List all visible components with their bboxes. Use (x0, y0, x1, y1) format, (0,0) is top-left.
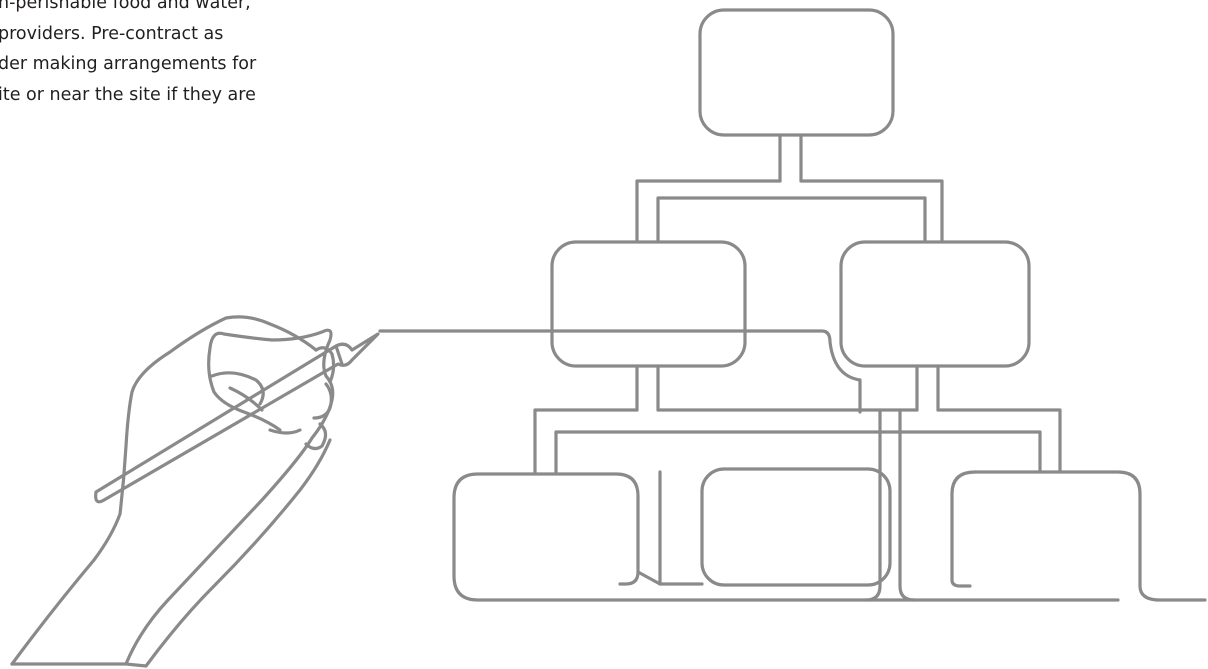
org-chart-connector (898, 408, 916, 602)
hand-finger (304, 422, 328, 451)
org-chart-mid-box-left (550, 240, 747, 368)
org-chart-connector (950, 470, 977, 588)
hand-knuckle (228, 386, 264, 412)
hand-knuckle (268, 428, 302, 435)
hand-outline (10, 328, 335, 666)
body-text-line: der making arrangements for (0, 54, 257, 74)
hand-finger (312, 382, 333, 420)
body-text-line: providers. Pre-contract as (0, 23, 224, 44)
hand-finger (314, 346, 336, 384)
hand-back (10, 315, 318, 666)
org-chart-connector (799, 179, 944, 242)
body-text-line: n-perishable food and water, (0, 0, 251, 13)
org-chart-connector (656, 196, 927, 242)
body-text-line: ite or near the site if they are (0, 84, 256, 105)
org-chart-connector (864, 408, 882, 602)
pen-stroke-line (378, 329, 862, 414)
org-chart-bottom-box-left (452, 472, 1120, 602)
hand-thumb (210, 371, 265, 406)
pencil (94, 332, 380, 504)
org-chart-connector (533, 408, 639, 474)
hand-outline (124, 438, 332, 668)
org-chart-bottom-box-right (973, 470, 1207, 602)
org-chart-mid-box-right (839, 240, 1031, 368)
org-chart-connector (936, 408, 1062, 474)
org-chart-top-box (698, 8, 895, 137)
org-chart-bottom-box-middle (700, 467, 892, 587)
org-chart-connector (618, 470, 662, 586)
body-text-excerpt: n-perishable food and water, providers. … (0, 0, 338, 110)
org-chart-connector (635, 179, 782, 242)
pencil-ferrule (334, 344, 344, 366)
org-chart-connector (554, 430, 1042, 474)
